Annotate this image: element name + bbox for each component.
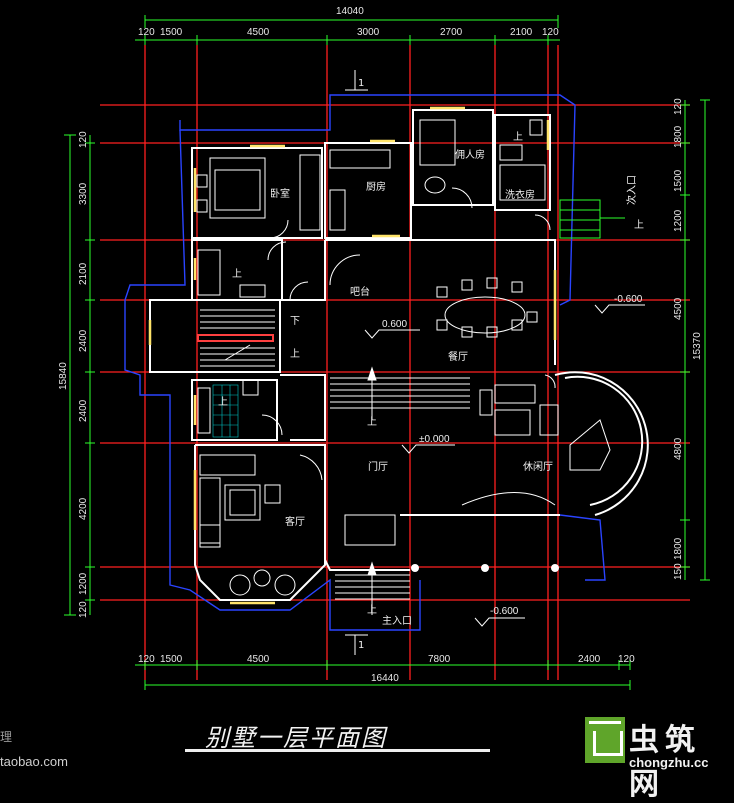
watermark-left-char: 理 (0, 730, 13, 744)
dim-left-7: 120 (78, 601, 89, 618)
level-markers (364, 304, 645, 627)
room-label-dining: 餐厅 (448, 350, 468, 363)
dim-bottom-total: 16440 (371, 673, 399, 684)
brand-url: chongzhu.cc (629, 755, 709, 770)
house-icon (585, 717, 625, 763)
furniture (196, 119, 611, 596)
dim-bottom-0: 120 (138, 654, 155, 665)
room-label-living: 客厅 (285, 515, 305, 528)
dim-bottom-1: 1500 (160, 654, 183, 665)
dim-bottom-2: 4500 (247, 654, 270, 665)
room-label-foyer: 门厅 (368, 460, 388, 473)
dim-top-0: 120 (138, 27, 155, 38)
dim-left-3: 2400 (78, 329, 89, 352)
dim-left-1: 3300 (78, 182, 89, 205)
dim-left-5: 4200 (78, 497, 89, 520)
dim-right-1: 1800 (673, 125, 684, 148)
label-up-foyer: 上 (367, 416, 377, 428)
windows (148, 106, 557, 605)
dim-right-0: 120 (673, 98, 684, 115)
level-east: -0.600 (614, 294, 643, 305)
brand-logo: 虫筑网 chongzhu.cc (585, 715, 734, 802)
room-label-bar: 吧台 (350, 285, 370, 298)
dim-top-total: 14040 (336, 6, 364, 17)
dim-left-0: 120 (78, 131, 89, 148)
dim-right-7: 150 (673, 563, 684, 580)
label-side-entrance: 次入口 (625, 175, 638, 205)
label-up-stair: 上 (290, 348, 300, 360)
steps-side-entrance (559, 199, 625, 239)
dim-top-6: 120 (542, 27, 559, 38)
dim-right-2: 1500 (673, 169, 684, 192)
room-label-maid: 佣人房 (455, 148, 485, 161)
level-foyer: ±0.000 (419, 434, 450, 445)
room-label-kitchen: 厨房 (366, 180, 386, 193)
dim-top-2: 4500 (247, 27, 270, 38)
drawing-title: 别墅一层平面图 (205, 724, 387, 752)
label-up-porch: 上 (367, 604, 377, 616)
stair-handrail (197, 334, 274, 342)
bath-tile (212, 384, 239, 438)
dim-top-5: 2100 (510, 27, 533, 38)
dim-bottom-3: 7800 (428, 654, 451, 665)
dim-left-total: 15840 (58, 362, 69, 390)
title-underline (185, 749, 490, 752)
dim-top-1: 1500 (160, 27, 183, 38)
label-main-entrance: 主入口 (382, 615, 412, 627)
label-down-stair: 下 (290, 316, 300, 327)
dim-right-3: 1200 (673, 209, 684, 232)
dim-left-4: 2400 (78, 399, 89, 422)
dim-left-2: 2100 (78, 262, 89, 285)
steps-foyer (330, 377, 470, 600)
label-up-maid-bath: 上 (513, 131, 523, 143)
building-outline (124, 94, 606, 631)
level-bar: 0.600 (382, 319, 407, 330)
watermark-left-text: taobao.com (0, 754, 68, 769)
dim-bottom-5: 120 (618, 654, 635, 665)
level-south: -0.600 (490, 606, 519, 617)
dim-right-total: 15370 (692, 332, 703, 360)
dim-right-6: 1800 (673, 537, 684, 560)
dim-right-5: 4800 (673, 437, 684, 460)
room-label-laundry: 洗衣房 (505, 188, 535, 201)
label-up-bath-2: 上 (218, 396, 228, 408)
dim-right-4: 4500 (673, 297, 684, 320)
label-up-bath-1: 上 (232, 268, 242, 280)
room-label-leisure: 休闲厅 (523, 460, 553, 473)
floor-plan-drawing: 14040 120 1500 4500 3000 2700 2100 120 1… (58, 6, 710, 690)
porch-columns (411, 564, 559, 572)
direction-arrows (345, 70, 377, 655)
section-mark-bottom: 1 (358, 640, 364, 651)
dim-top-3: 3000 (357, 27, 380, 38)
room-label-bedroom: 卧室 (270, 187, 290, 200)
dimension-lines (64, 15, 710, 690)
dim-bottom-4: 2400 (578, 654, 601, 665)
door-swings (261, 187, 556, 481)
stair-main (200, 309, 275, 367)
dim-top-4: 2700 (440, 27, 463, 38)
label-up-side: 上 (634, 219, 644, 231)
dim-left-6: 1200 (78, 572, 89, 595)
section-mark-top: 1 (358, 78, 364, 89)
